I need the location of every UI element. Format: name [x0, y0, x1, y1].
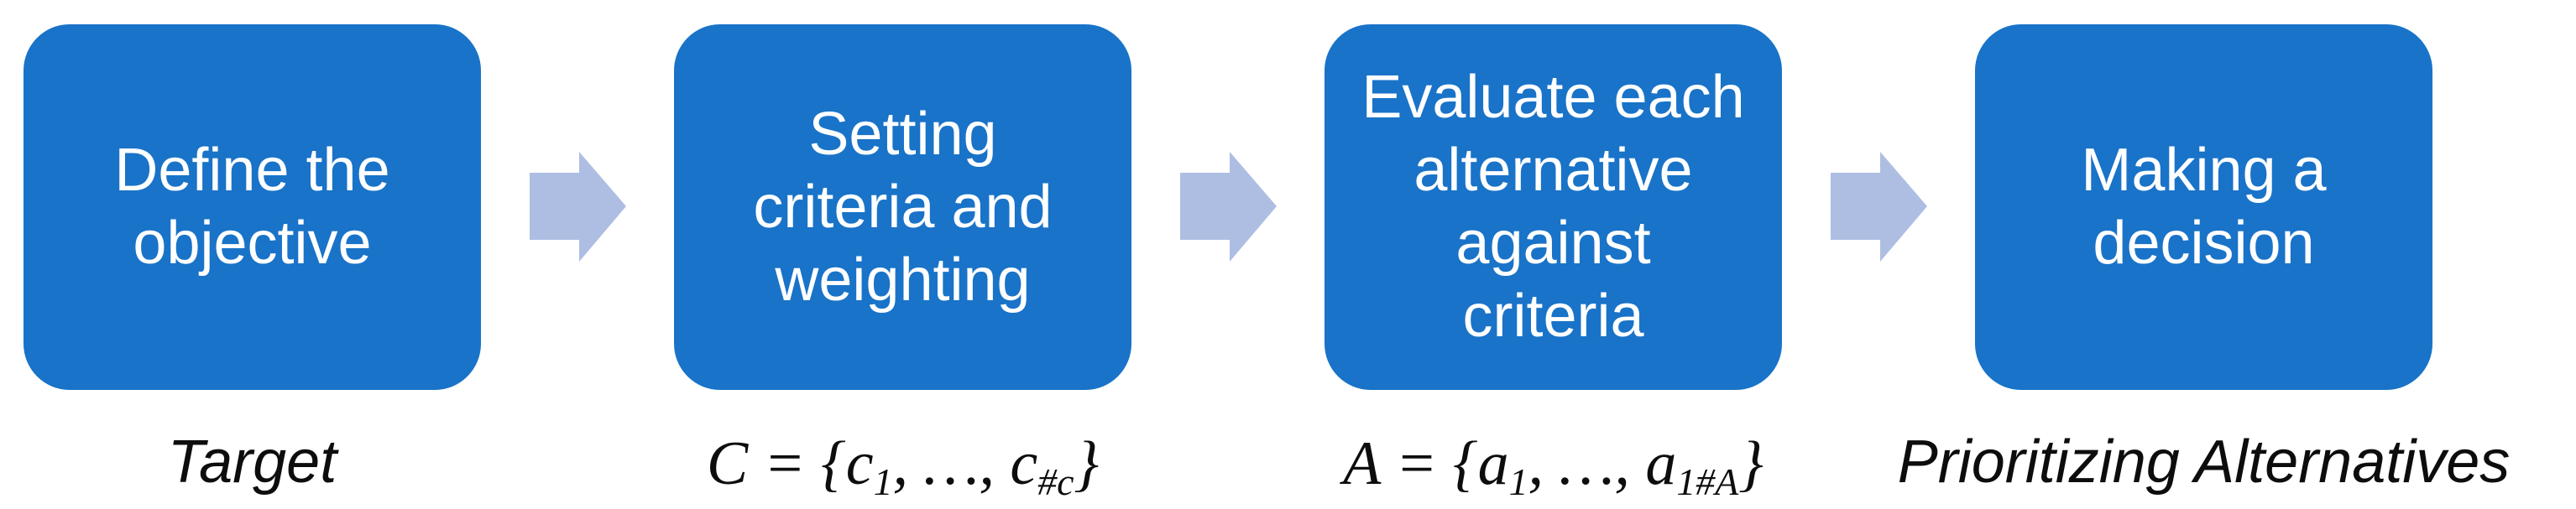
formula-alternatives-set: A = {a1, …, a1#A}: [1343, 425, 1763, 502]
formula-subscript: #c: [1037, 460, 1074, 503]
step-box-label: Define the objective: [114, 137, 390, 277]
step-evaluate-alternatives: Evaluate each alternative against criter…: [1325, 24, 1782, 509]
caption-text: Target: [167, 428, 337, 496]
right-arrow-icon: [1179, 152, 1277, 262]
step-define-objective: Define the objective Target: [24, 24, 481, 509]
arrow-gap-1: [481, 24, 674, 262]
formula-segment: }: [1074, 429, 1100, 498]
step-box-label: Setting criteria and weighting: [753, 100, 1053, 314]
right-arrow-shape: [1830, 152, 1927, 262]
formula-criteria-set: C = {c1, …, c#c}: [707, 425, 1099, 502]
step-caption-criteria-set-formula: C = {c1, …, c#c}: [707, 425, 1099, 509]
arrow-gap-3: [1782, 24, 1975, 262]
step-box-label: Evaluate each alternative against criter…: [1361, 64, 1745, 350]
right-arrow-shape: [1179, 152, 1277, 262]
caption-text: Prioritizing Alternatives: [1897, 428, 2511, 496]
arrow-gap-2: [1131, 24, 1325, 262]
right-arrow-icon: [529, 152, 626, 262]
formula-subscript: 1: [873, 460, 893, 503]
step-caption-alternatives-set-formula: A = {a1, …, a1#A}: [1343, 425, 1763, 509]
step-box-label: Making a decision: [2081, 137, 2327, 277]
formula-segment: C = {c: [706, 429, 874, 498]
formula-subscript: 1: [1508, 460, 1528, 503]
formula-segment: , …, a: [1528, 429, 1677, 498]
right-arrow-shape: [529, 152, 626, 262]
right-arrow-icon: [1830, 152, 1927, 262]
step-box-evaluate-alternatives: Evaluate each alternative against criter…: [1325, 24, 1782, 390]
formula-subscript: 1#A: [1676, 460, 1739, 503]
step-box-making-decision: Making a decision: [1975, 24, 2432, 390]
step-making-decision: Making a decision Prioritizing Alternati…: [1898, 24, 2510, 509]
step-caption-target: Target: [168, 425, 337, 509]
step-caption-prioritizing-alternatives: Prioritizing Alternatives: [1898, 425, 2511, 509]
step-setting-criteria: Setting criteria and weighting C = {c1, …: [674, 24, 1131, 509]
formula-segment: A = {a: [1343, 429, 1509, 498]
step-box-define-objective: Define the objective: [24, 24, 481, 390]
formula-segment: , …, c: [892, 429, 1038, 498]
flow-row: Define the objective Target Setting crit…: [24, 24, 2510, 509]
step-box-setting-criteria: Setting criteria and weighting: [674, 24, 1131, 390]
formula-segment: }: [1738, 429, 1763, 498]
